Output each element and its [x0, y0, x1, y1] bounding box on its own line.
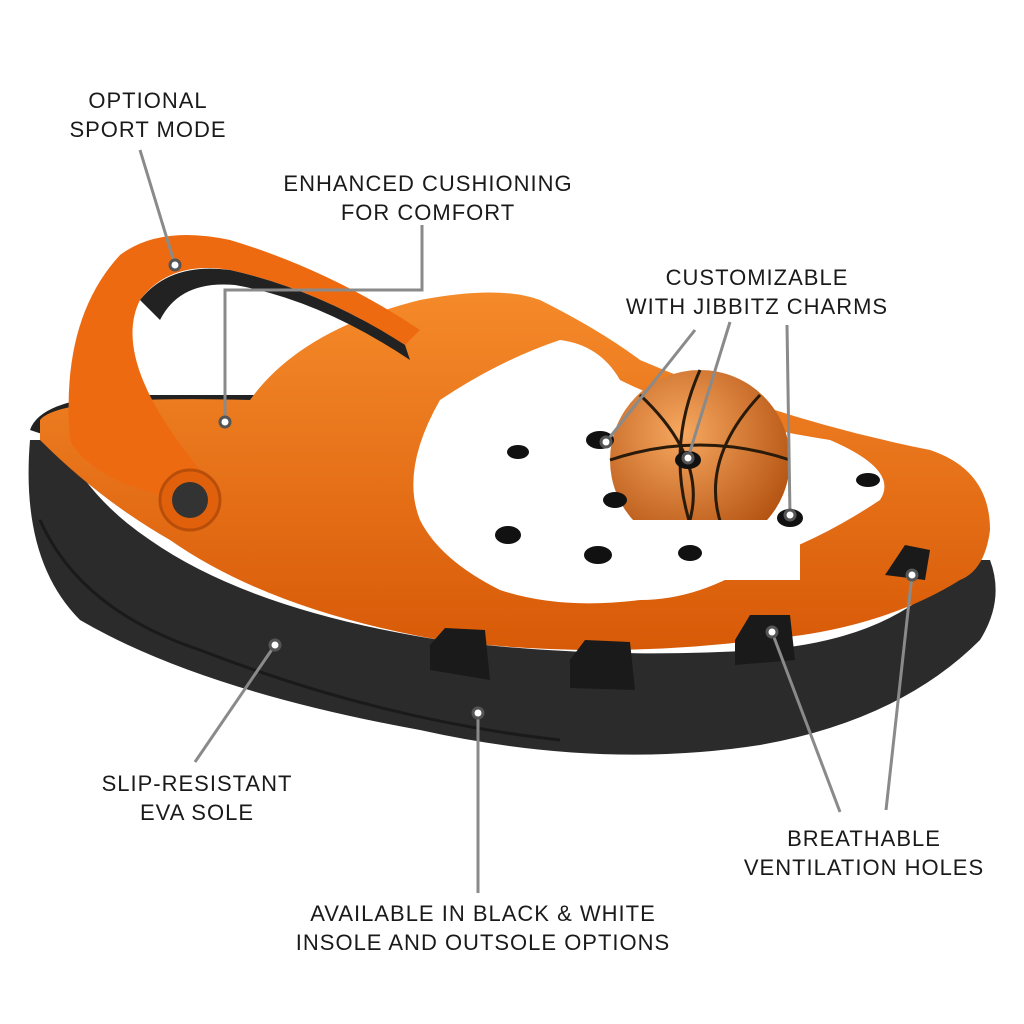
callout-text: FOR COMFORT: [340, 200, 516, 225]
heel-strap: [68, 235, 421, 500]
callout-text: SLIP-RESISTANT: [101, 771, 293, 796]
callout-sport-mode: OPTIONAL SPORT MODE: [69, 86, 226, 144]
callout-text: AVAILABLE IN BLACK & WHITE: [310, 901, 656, 926]
callout-text: CUSTOMIZABLE: [665, 265, 849, 290]
callout-options: AVAILABLE IN BLACK & WHITE INSOLE AND OU…: [296, 899, 670, 957]
callout-sole: SLIP-RESISTANT EVA SOLE: [102, 769, 293, 827]
callout-text: BREATHABLE: [787, 826, 941, 851]
callout-ventilation: BREATHABLE VENTILATION HOLES: [744, 824, 984, 882]
callout-text: WITH JIBBITZ CHARMS: [625, 294, 889, 319]
callout-text: INSOLE AND OUTSOLE OPTIONS: [295, 930, 671, 955]
callout-text: ENHANCED CUSHIONING: [283, 171, 573, 196]
callout-text: SPORT MODE: [69, 117, 227, 142]
callout-text: OPTIONAL: [88, 88, 208, 113]
callout-cushioning: ENHANCED CUSHIONING FOR COMFORT: [283, 169, 572, 227]
callout-text: VENTILATION HOLES: [743, 855, 985, 880]
callout-dots: [168, 258, 919, 720]
callout-lines: [138, 149, 914, 893]
callout-jibbitz: CUSTOMIZABLE WITH JIBBITZ CHARMS: [626, 263, 888, 321]
callout-text: EVA SOLE: [140, 800, 254, 825]
